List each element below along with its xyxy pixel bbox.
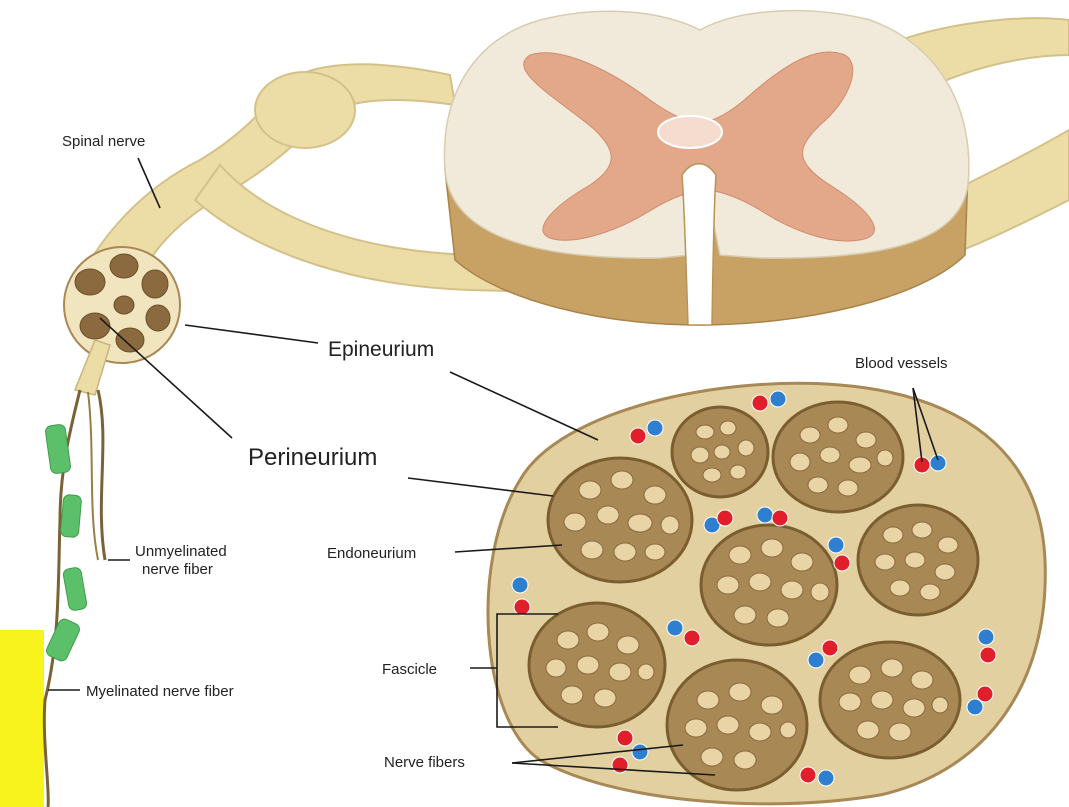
spinal-cord (444, 11, 968, 325)
label-blood-vessels: Blood vessels (855, 355, 948, 372)
central-canal (658, 116, 722, 148)
label-nerve-fibers: Nerve fibers (384, 754, 465, 771)
myelin-sheath-3 (62, 567, 87, 611)
label-spinal-nerve: Spinal nerve (62, 133, 145, 150)
anterior-fissure (682, 164, 716, 325)
large-nerve-cross-section (488, 383, 1045, 804)
nerve-ganglion (255, 72, 355, 148)
label-endoneurium: Endoneurium (327, 545, 416, 562)
myelin-sheath-1 (45, 424, 71, 474)
myelin-sheath-2 (60, 494, 82, 537)
label-unmyelinated-line2: nerve fiber (142, 561, 213, 578)
unmyelinated-fiber (88, 390, 105, 560)
label-epineurium: Epineurium (328, 338, 434, 361)
small-nerve-stem (75, 340, 110, 395)
label-fascicle: Fascicle (382, 661, 437, 678)
label-unmyelinated-line1: Unmyelinated (135, 543, 227, 560)
yellow-highlight-strip (0, 630, 44, 807)
small-nerve-cross-section (64, 247, 180, 395)
label-perineurium: Perineurium (248, 444, 377, 471)
myelinated-fiber (44, 390, 87, 807)
label-myelinated: Myelinated nerve fiber (86, 683, 234, 700)
myelin-sheath-4 (45, 617, 82, 663)
